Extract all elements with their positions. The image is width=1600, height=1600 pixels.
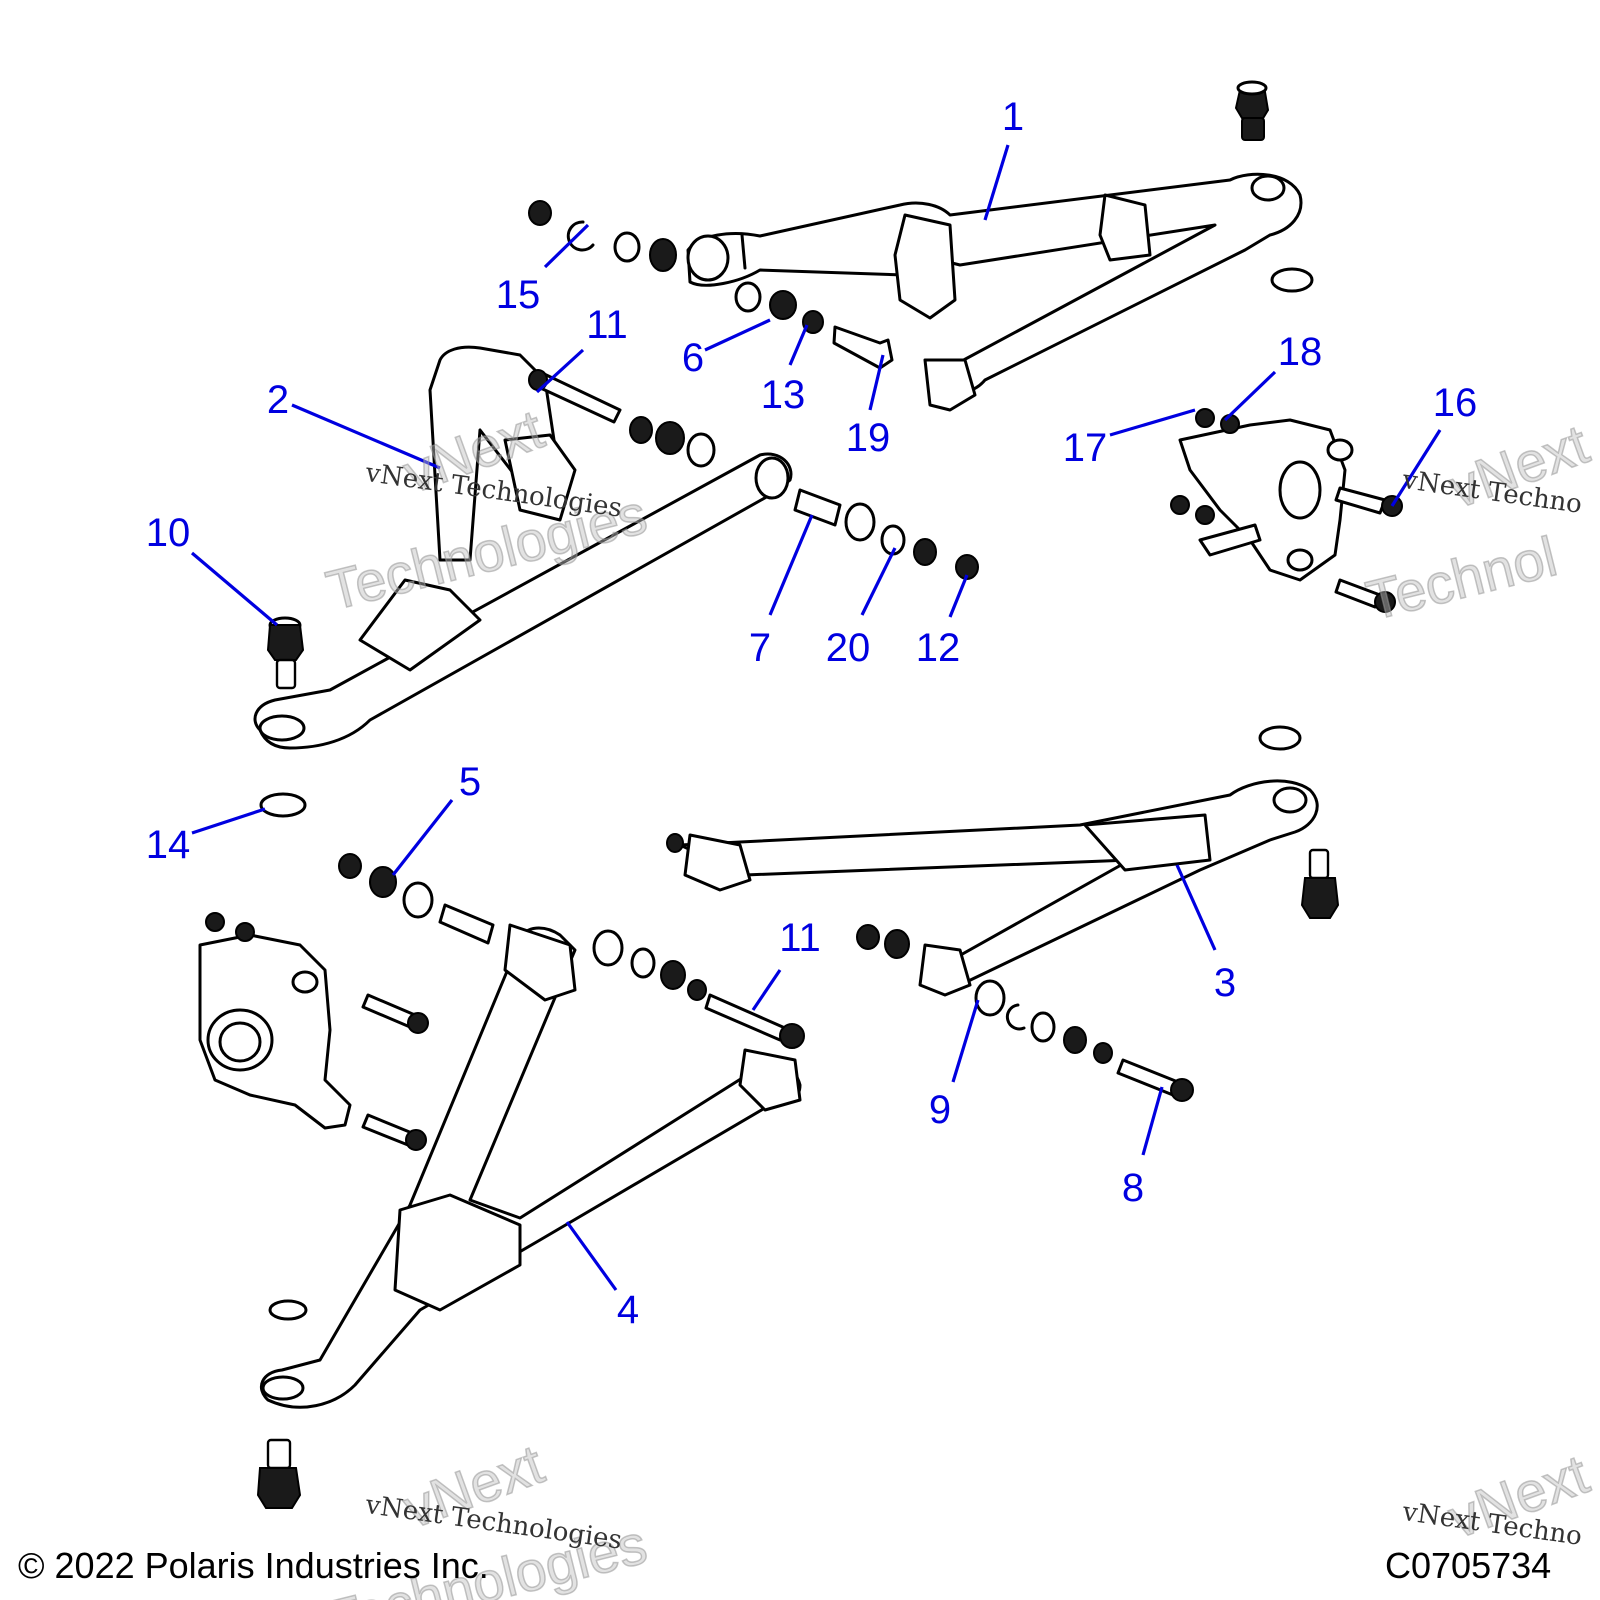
callout-3: 3 xyxy=(1213,961,1237,1005)
leader-11a xyxy=(535,348,585,394)
callout-13: 13 xyxy=(760,373,806,417)
leader-9 xyxy=(951,999,980,1083)
upper-hardware xyxy=(528,200,894,370)
lower-a-arm-3 xyxy=(678,779,1319,997)
callout-8: 8 xyxy=(1121,1166,1145,1210)
callout-15: 15 xyxy=(495,273,541,317)
leader-15 xyxy=(543,223,590,269)
upper-a-arm-1 xyxy=(686,172,1303,412)
leader-11b xyxy=(751,969,782,1011)
callout-4: 4 xyxy=(616,1288,640,1332)
ball-joint-right-lower xyxy=(1300,848,1340,919)
ball-joint-bottom xyxy=(256,1438,302,1509)
callout-1: 1 xyxy=(1001,95,1025,139)
leader-7 xyxy=(768,514,814,616)
callout-10: 10 xyxy=(145,511,191,555)
callout-2: 2 xyxy=(266,378,290,422)
callout-leaders xyxy=(190,144,1442,1291)
leader-13 xyxy=(788,324,809,366)
upper-a-arm-2 xyxy=(253,345,793,750)
leader-14 xyxy=(191,807,266,835)
callout-11-lower: 11 xyxy=(779,916,821,960)
callout-6: 6 xyxy=(681,336,705,380)
leader-6 xyxy=(704,318,771,352)
leader-8 xyxy=(1141,1086,1164,1156)
callout-16: 16 xyxy=(1432,381,1478,425)
mid-hardware xyxy=(528,369,979,580)
washer xyxy=(268,1299,308,1321)
callout-7: 7 xyxy=(748,626,772,670)
leader-1 xyxy=(983,144,1010,221)
leader-3 xyxy=(1175,864,1217,951)
lower-left-hardware xyxy=(259,792,805,1049)
ball-joint-left xyxy=(266,616,305,690)
callout-20: 20 xyxy=(825,626,871,670)
callout-5: 5 xyxy=(458,760,482,804)
steering-knuckle-right xyxy=(1170,408,1403,613)
leader-19 xyxy=(868,354,885,411)
washer xyxy=(1270,267,1314,293)
lower-right-hardware xyxy=(666,725,1302,1102)
callout-12: 12 xyxy=(915,626,961,670)
leader-2 xyxy=(291,403,441,470)
leader-17 xyxy=(1109,408,1196,437)
leader-4 xyxy=(565,1221,618,1291)
leader-5 xyxy=(391,799,454,876)
ball-joint-top xyxy=(1234,80,1270,141)
copyright-text: © 2022 Polaris Industries Inc. xyxy=(18,1545,489,1586)
leader-18 xyxy=(1223,370,1277,422)
lower-a-arm-4 xyxy=(259,923,802,1409)
leader-16 xyxy=(1390,429,1442,507)
callout-14: 14 xyxy=(145,823,191,867)
steering-knuckle-left xyxy=(198,912,429,1151)
leader-20 xyxy=(860,547,897,616)
callout-17: 17 xyxy=(1062,426,1108,470)
callout-18: 18 xyxy=(1277,330,1323,374)
leader-10 xyxy=(190,551,279,627)
callout-11-upper: 11 xyxy=(586,303,628,347)
leader-12 xyxy=(948,574,969,618)
callout-9: 9 xyxy=(928,1088,952,1132)
callout-19: 19 xyxy=(845,416,891,460)
figure-code: C0705734 xyxy=(1385,1545,1552,1586)
